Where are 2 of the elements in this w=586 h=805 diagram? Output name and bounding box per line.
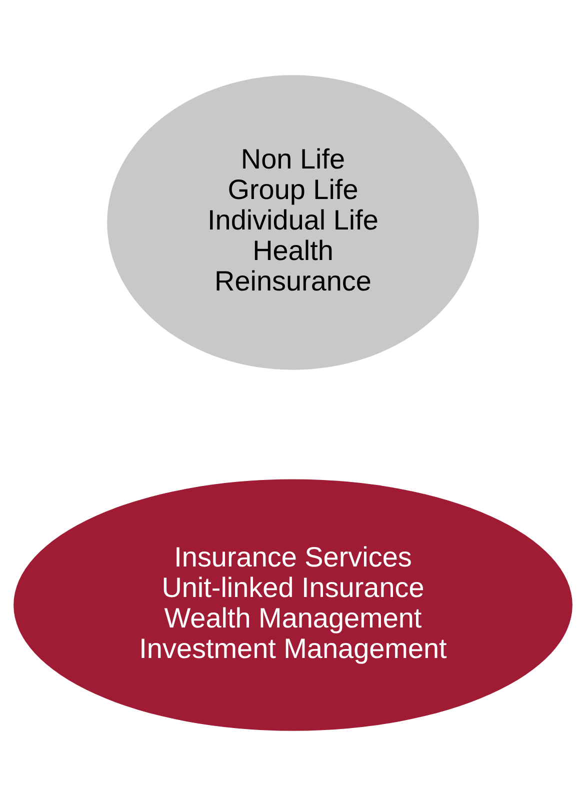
node-ellipse: Insurance Services Unit-linked Insurance Wealth Management Investment Management (14, 478, 572, 730)
node-ellipse: Non Life Group Life Individual Life Health Reinsurance (107, 74, 479, 370)
